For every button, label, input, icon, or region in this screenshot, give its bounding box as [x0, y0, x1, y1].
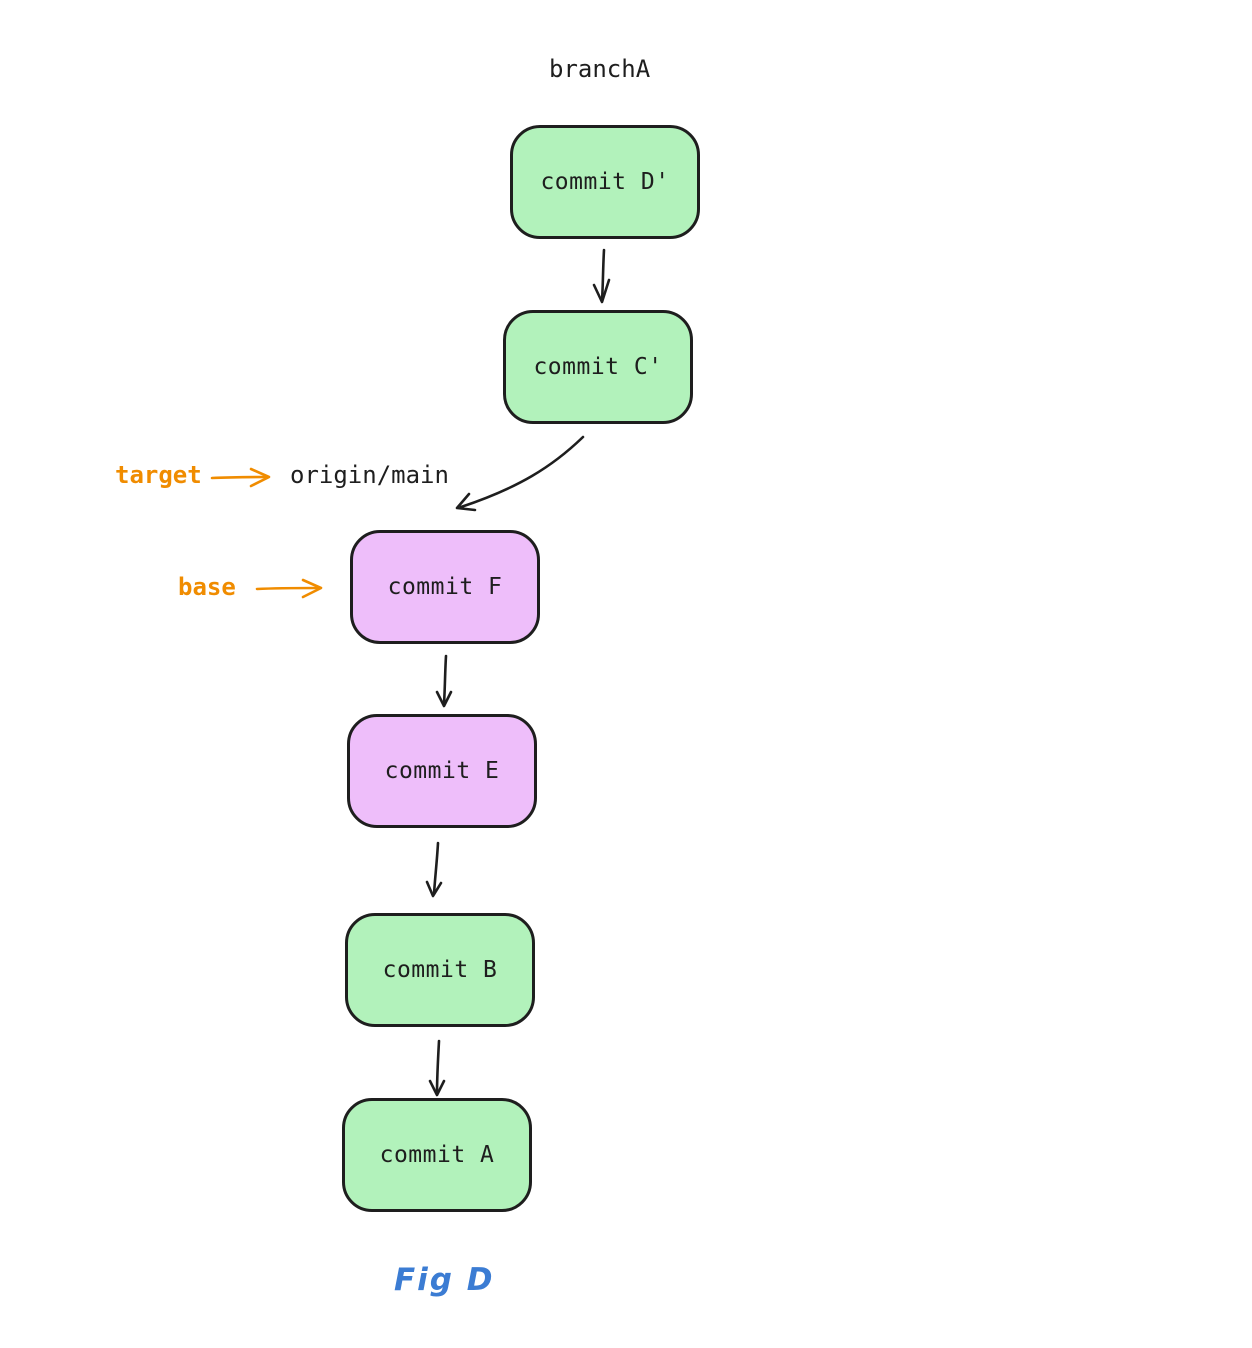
arrow-commit-f-to-commit-e [435, 654, 453, 708]
arrow-commit-b-to-commit-a [428, 1039, 446, 1097]
arrow-commit-c-to-origin-main [455, 435, 585, 512]
target-annotation-label: target [115, 461, 202, 489]
node-commit-f: commit F [350, 530, 540, 644]
node-commit-d-prime: commit D' [510, 125, 700, 239]
branch-label: branchA [549, 55, 651, 83]
node-commit-b: commit B [345, 913, 535, 1027]
node-commit-e: commit E [347, 714, 537, 828]
node-label: commit E [384, 758, 500, 784]
figure-caption: Fig D [394, 1262, 495, 1298]
node-label: commit B [382, 957, 498, 983]
arrow-commit-d-to-commit-c [592, 248, 611, 304]
origin-main-ref-label: origin/main [290, 461, 449, 489]
node-commit-a: commit A [342, 1098, 532, 1212]
node-label: commit C' [533, 354, 663, 380]
arrow-target-annotation [210, 467, 271, 488]
node-commit-c-prime: commit C' [503, 310, 693, 424]
base-annotation-label: base [178, 573, 236, 601]
arrow-base-annotation [255, 578, 323, 599]
node-label: commit A [379, 1142, 495, 1168]
node-label: commit D' [540, 169, 670, 195]
node-label: commit F [387, 574, 503, 600]
arrow-commit-e-to-commit-b [425, 841, 443, 898]
